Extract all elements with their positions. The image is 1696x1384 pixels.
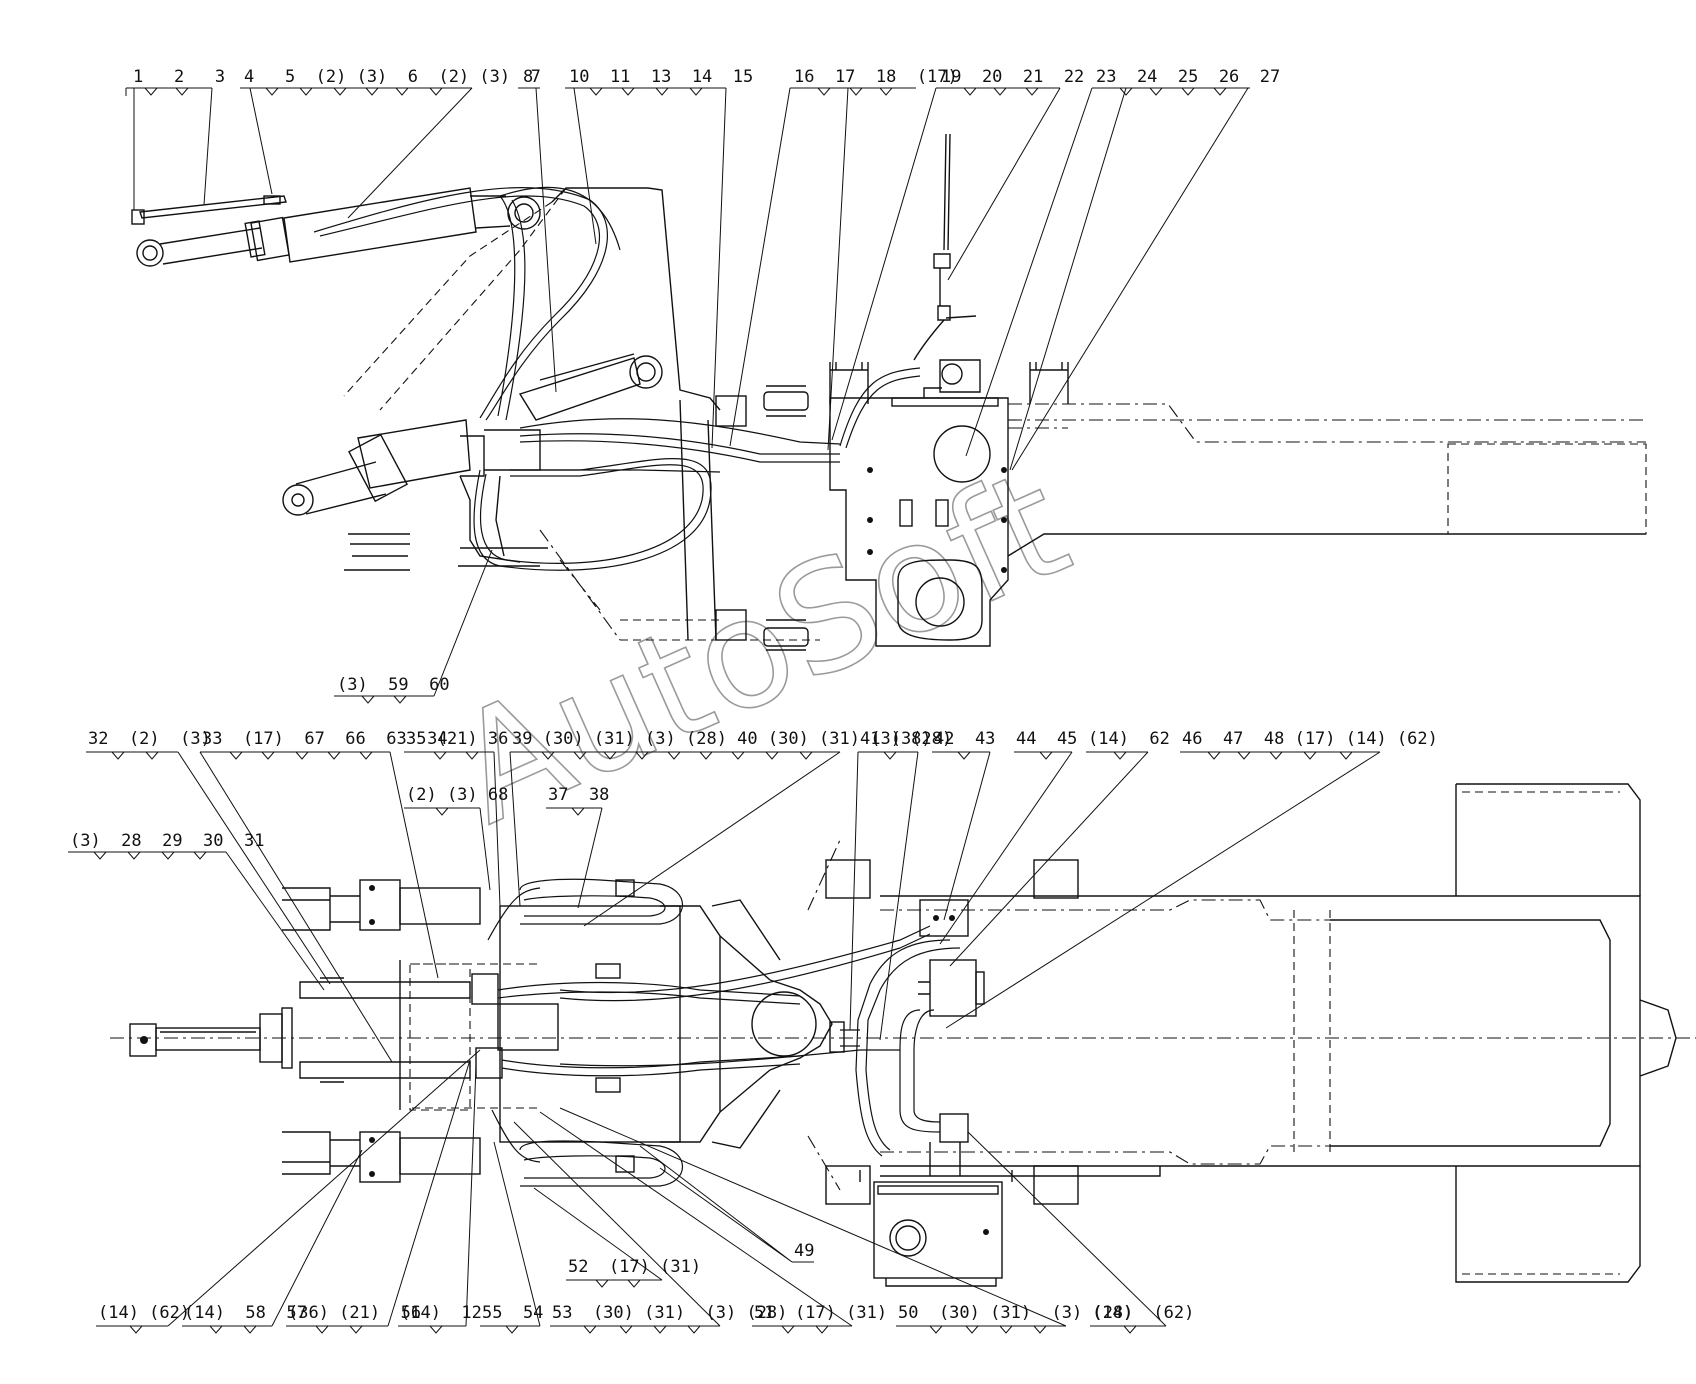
pump-and-tank-plan (829, 899, 1013, 1287)
callout-28-31: (3) 28 29 30 31 (70, 831, 264, 851)
callout-f-14-62-b: (14) (62) (1092, 1303, 1194, 1323)
callout-37-38: 37 38 (548, 785, 609, 805)
callout-41: 41 (38) (860, 729, 932, 749)
articulation-frame (399, 839, 841, 1191)
callout-f-53: 53 (30) (31) (3) (28) (552, 1303, 787, 1323)
bottom-leader-lines (167, 751, 1381, 1327)
callout-32: 32 (2) (3) (88, 729, 211, 749)
boom-cylinder-upper (131, 187, 541, 267)
bottom-plan-view (110, 783, 1696, 1287)
callout-19-22: 19 20 21 22 (941, 67, 1084, 87)
top-callout-braces (125, 87, 1250, 704)
callout-f-52: 52 (17) (31) (568, 1257, 701, 1277)
front-cylinder (129, 1007, 293, 1069)
callout-1-3: 1 2 3 (133, 67, 225, 87)
bottom-header-braces (68, 751, 1380, 860)
callout-44-45: 44 45 (1016, 729, 1077, 749)
top-callout-labels: 1 2 3 4 5 (2) (3) 6 (2) (3) 7 8 10 11 13… (133, 67, 1280, 695)
callout-8: 8 (523, 67, 533, 87)
top-leader-lines (133, 87, 1249, 697)
callout-4-7: 4 5 (2) (3) 6 (2) (3) 7 (244, 67, 541, 87)
callout-16-18: 16 17 18 (17) (794, 67, 958, 87)
top-side-view (131, 133, 1647, 651)
callout-f-50: 50 (30) (31) (3) (28) (898, 1303, 1133, 1323)
callout-f-55-54: 55 54 (482, 1303, 543, 1323)
callout-42-43: 42 43 (934, 729, 995, 749)
callout-f-56: (36) (21) 56 (288, 1303, 421, 1323)
callout-f-12: (14) 12 (400, 1303, 482, 1323)
hydraulic-tank-top (829, 133, 1069, 647)
hoses-top-view (313, 186, 921, 571)
callout-33-34: 33 (17) 67 66 63 34 (202, 729, 448, 749)
rear-chassis-plan (825, 783, 1677, 1283)
bottom-header-labels: 32 (2) (3) 33 (17) 67 66 63 34 35 (21) 3… (70, 729, 1438, 851)
bottom-footer-braces (96, 1261, 1166, 1334)
callout-10-15: 10 11 13 14 15 (569, 67, 753, 87)
callout-39-40: 39 (30) (31) (3) (28) 40 (30) (31) (3) (… (512, 729, 952, 749)
callout-f-49: 49 (794, 1241, 814, 1261)
callout-f-14-62: (14) (62) (98, 1303, 190, 1323)
callout-23-27: 23 24 25 26 27 (1096, 67, 1280, 87)
callout-f-51: 51 (17) (31) (754, 1303, 887, 1323)
central-valve-manifold (299, 878, 931, 1187)
callout-35-36: 35 (21) 36 (406, 729, 508, 749)
watermark-text: AutoSoft (432, 437, 1091, 858)
chassis-rear-top (1007, 403, 1647, 557)
callout-46-48: 46 47 48 (17) (14) (62) (1182, 729, 1438, 749)
callout-3-59-60: (3) 59 60 (337, 675, 450, 695)
callout-68: (2) (3) 68 (406, 785, 508, 805)
callout-14-62: (14) 62 (1088, 729, 1170, 749)
side-cylinders (282, 879, 481, 1183)
